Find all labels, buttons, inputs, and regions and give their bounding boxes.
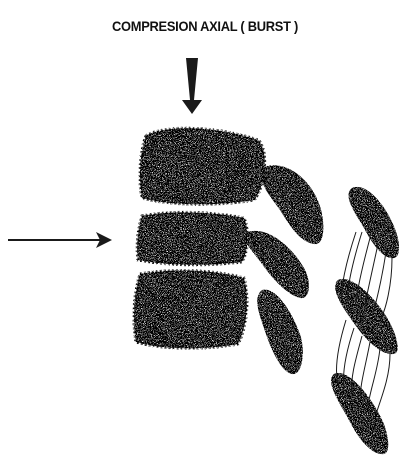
vertebral-body-lower bbox=[134, 271, 247, 349]
posterior-element-2 bbox=[245, 231, 309, 298]
lateral-force-arrow bbox=[8, 232, 112, 248]
posterior-element-3 bbox=[257, 290, 303, 375]
vertebral-body-upper bbox=[140, 128, 265, 204]
axial-load-arrow bbox=[182, 58, 202, 114]
spinous-process-1 bbox=[349, 187, 400, 258]
spinous-process-3 bbox=[331, 373, 388, 454]
posterior-element-1 bbox=[261, 165, 324, 244]
vertebral-body-middle bbox=[137, 212, 247, 264]
spinous-process-2 bbox=[335, 279, 398, 354]
